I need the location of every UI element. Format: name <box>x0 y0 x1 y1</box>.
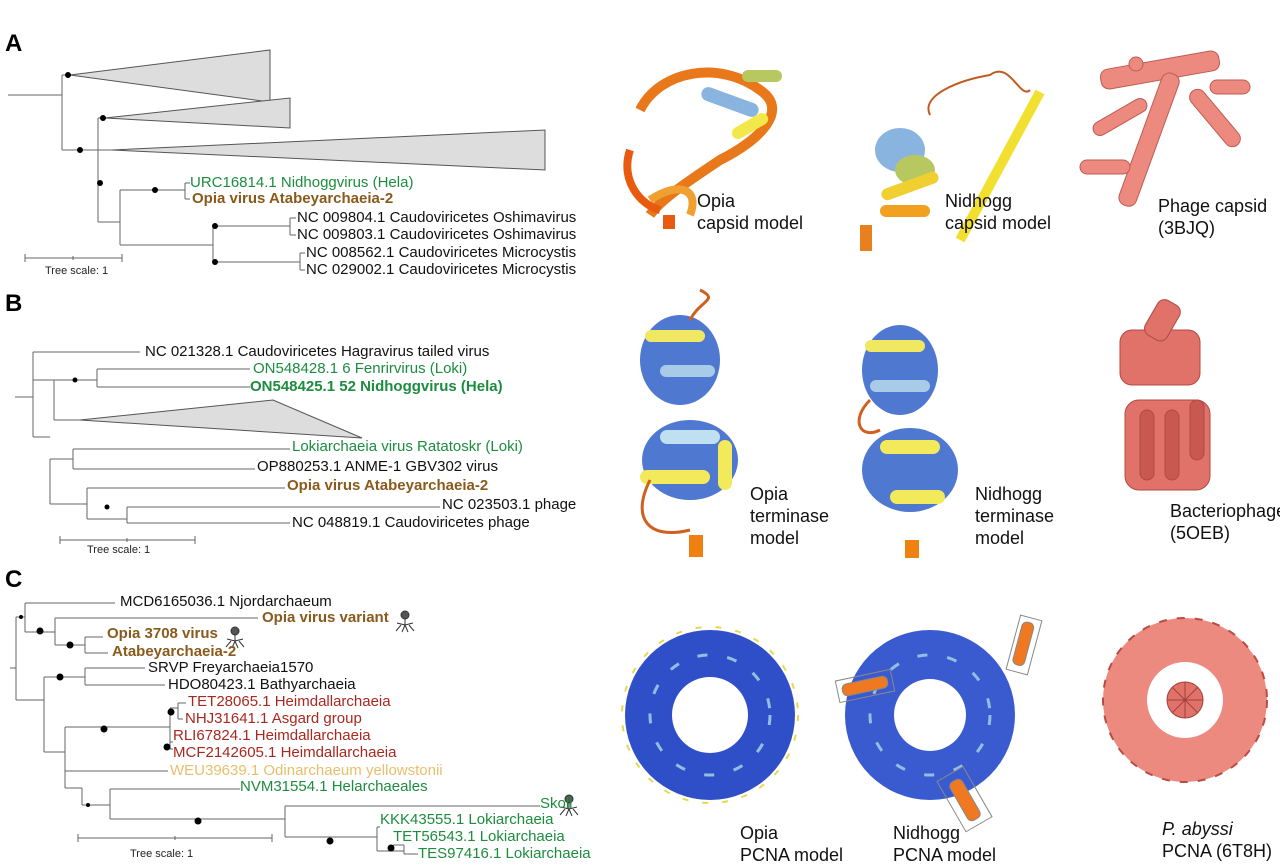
tree-leaf: WEU39639.1 Odinarchaeum yellowstonii <box>170 762 443 779</box>
panel-letter-b: B <box>5 290 23 317</box>
tree-leaf: OP880253.1 ANME-1 GBV302 virus <box>257 458 498 475</box>
tree-a-support-dots <box>65 72 218 265</box>
tree-leaf: Opia virus Atabeyarchaeia-2 <box>192 190 394 207</box>
tree-leaf: KKK43555.1 Lokiarchaeia <box>380 811 554 828</box>
tree-leaf: TET56543.1 Lokiarchaeia <box>393 828 565 845</box>
phage-icons <box>225 610 579 817</box>
tree-c-support-dots <box>19 615 395 852</box>
opia-terminase-structure <box>640 288 738 557</box>
panel-letter-c: C <box>5 566 23 593</box>
tree-leaf: SRVP Freyarchaeia1570 <box>148 659 314 676</box>
tree-leaf: NC 029002.1 Caudoviricetes Microcystis <box>306 261 577 278</box>
tree-leaf: NC 009804.1 Caudoviricetes Oshimavirus <box>297 209 577 226</box>
opia-pcna-structure <box>621 626 799 804</box>
tree-leaf: MCF2142605.1 Heimdallarchaeia <box>173 744 397 761</box>
highlight-box <box>834 614 1043 833</box>
tree-leaf: NC 048819.1 Caudoviricetes phage <box>292 514 530 531</box>
panel-letter-a: A <box>5 30 23 57</box>
tree-leaf: URC16814.1 Nidhoggvirus (Hela) <box>190 174 414 191</box>
opia-capsid-structure <box>623 67 782 229</box>
structure-label-bacteriophage: Bacteriophage(5OEB) <box>1170 501 1280 543</box>
structure-label-phage-capsid: Phage capsid(3BJQ) <box>1158 196 1268 238</box>
tree-leaf: Skoll <box>540 795 573 812</box>
tree-leaf: NHJ31641.1 Asgard group <box>185 710 362 727</box>
tree-leaf: NC 023503.1 phage <box>442 496 577 513</box>
tree-b-collapsed-clade <box>79 399 363 439</box>
tree-leaf: NVM31554.1 Helarchaeales <box>240 778 428 795</box>
bacteriophage-terminase-structure <box>1119 299 1211 491</box>
nidhogg-capsid-structure <box>860 70 1045 251</box>
phage-icon <box>225 626 245 649</box>
tree-leaf: HDO80423.1 Bathyarchaeia <box>168 676 356 693</box>
tree-leaf: Atabeyarchaeia-2 <box>112 643 237 660</box>
nidhogg-terminase-structure <box>857 325 958 558</box>
tree-scale-label: Tree scale: 1 <box>130 848 194 860</box>
tree-leaf: MCD6165036.1 Njordarchaeum <box>120 593 332 610</box>
tree-leaf: Opia virus Atabeyarchaeia-2 <box>287 477 489 494</box>
tree-leaf: NC 009803.1 Caudoviricetes Oshimavirus <box>297 226 577 243</box>
nidhogg-pcna-structure <box>834 614 1043 833</box>
tree-b-support-dots <box>72 377 110 510</box>
tree-scale-label: Tree scale: 1 <box>45 265 109 277</box>
tree-leaf: TES97416.1 Lokiarchaeia <box>418 845 591 862</box>
tree-leaf: RLI67824.1 Heimdallarchaeia <box>173 727 371 744</box>
tree-leaf: Lokiarchaeia virus Ratatoskr (Loki) <box>292 438 523 455</box>
tree-a-collapsed-clades <box>69 49 546 171</box>
tree-leaf: TET28065.1 Heimdallarchaeia <box>188 693 391 710</box>
phage-icon <box>559 794 579 817</box>
phage-icon <box>395 610 415 633</box>
tree-leaf: Opia 3708 virus <box>107 625 218 642</box>
tree-leaf: NC 021328.1 Caudoviricetes Hagravirus ta… <box>145 343 490 360</box>
tree-scale-label: Tree scale: 1 <box>87 544 151 556</box>
phage-capsid-structure <box>1079 50 1251 207</box>
pabyssi-pcna-structure <box>1102 617 1268 783</box>
tree-leaf: NC 008562.1 Caudoviricetes Microcystis <box>306 244 577 261</box>
tree-leaf: ON548428.1 6 Fenrirvirus (Loki) <box>253 360 468 377</box>
tree-leaf: ON548425.1 52 Nidhoggvirus (Hela) <box>250 378 503 395</box>
tree-leaf: Opia virus variant <box>262 609 389 626</box>
